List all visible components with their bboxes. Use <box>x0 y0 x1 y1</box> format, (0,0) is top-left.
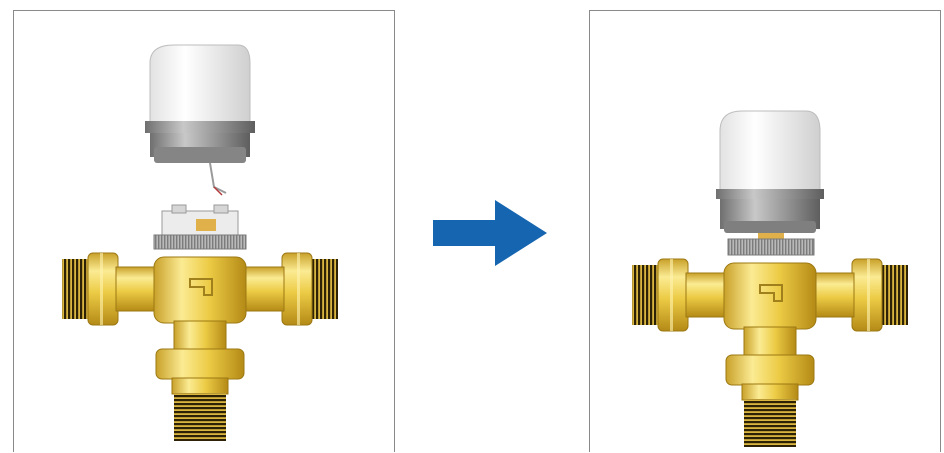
right-arrow-icon <box>433 200 547 266</box>
actuator-head <box>145 44 255 163</box>
mixing-valve-body <box>631 258 909 448</box>
mixing-valve-body <box>61 252 339 442</box>
valve-assembly-mounted <box>631 110 909 448</box>
valve-adapter <box>727 238 815 256</box>
panel-before <box>13 10 395 452</box>
valve-adapter <box>153 204 247 250</box>
valve-assembly-detached <box>61 44 339 442</box>
actuator-cable <box>209 162 227 194</box>
panel-after <box>589 10 941 452</box>
actuator-head <box>716 110 824 239</box>
